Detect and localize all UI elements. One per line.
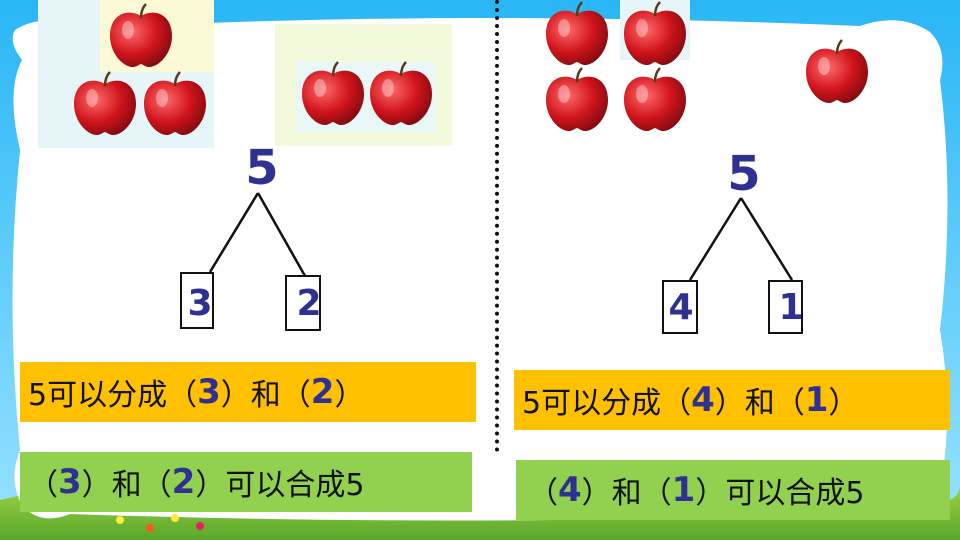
right-compose-sentence: （4）和（1）可以合成5 [516,460,950,520]
left-s1-b: 2 [310,372,335,412]
right-part-b-box [768,280,803,334]
right-s1-b: 1 [804,380,829,420]
right-part-a-box [662,280,698,334]
apple-icon [624,1,686,66]
apple-icon [624,67,686,132]
right-decompose-sentence: 5可以分成（4）和（1） [514,370,950,430]
apple-icon [144,71,206,136]
right-s1-suffix: ） [828,386,859,421]
apple-icon [370,61,432,126]
apple-icon [110,3,172,68]
left-compose-sentence: （3）和（2）可以合成5 [20,452,472,512]
left-s1-suffix: ） [334,378,365,413]
left-part-b-box [285,275,321,331]
left-s2-suffix: ）可以合成5 [195,468,365,503]
left-s2-mid: ）和（ [81,468,172,503]
right-s1-a: 4 [691,380,715,420]
dotted-separator [495,0,499,452]
right-s2-open: （ [528,476,558,511]
left-decompose-sentence: 5可以分成（3）和（2） [20,362,476,422]
left-part-a-number: 3 [187,283,213,324]
right-s2-suffix: ）可以合成5 [695,476,865,511]
apple-icon [546,1,608,66]
apple-icon [806,39,868,104]
left-s1-mid: ）和（ [220,378,311,413]
left-s2-b: 2 [171,462,196,502]
left-part-a-box [180,272,214,329]
apple-icon [74,71,136,136]
right-part-b-number: 1 [778,287,804,328]
left-s2-open: （ [28,468,58,503]
left-s1-a: 3 [197,372,221,412]
right-s2-a: 4 [558,470,582,510]
right-s1-prefix: 5可以分成（ [522,386,692,421]
right-s2-b: 1 [671,470,696,510]
left-total-number: 5 [245,140,279,196]
left-s1-prefix: 5可以分成（ [28,378,198,413]
right-s2-mid: ）和（ [581,476,672,511]
apple-icon [302,61,364,126]
right-total-number: 5 [727,146,761,202]
apple-icon [546,67,608,132]
right-s1-mid: ）和（ [714,386,805,421]
right-part-a-number: 4 [668,287,694,328]
left-part-b-number: 2 [296,283,322,324]
left-s2-a: 3 [58,462,82,502]
